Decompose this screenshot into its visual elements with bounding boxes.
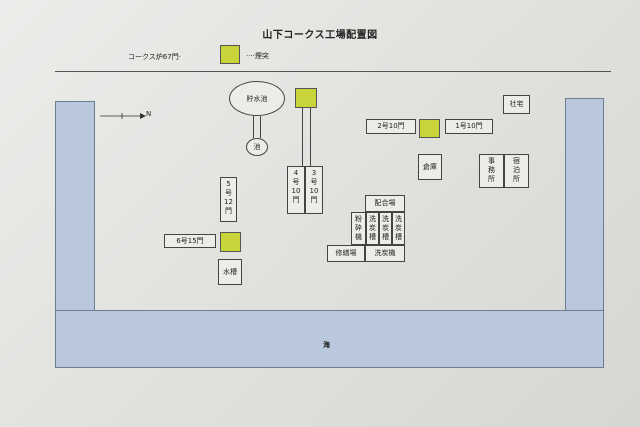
mixing-plant: 配合場: [365, 195, 405, 212]
repair-shop: 修繕場: [327, 245, 365, 262]
mixing-plant-label: 配合場: [374, 199, 396, 207]
reservoir-label: 貯水池: [246, 94, 268, 103]
washing-tank-3-label: 洗 炭 槽: [395, 215, 402, 241]
company-house: 社宅: [503, 95, 530, 114]
washing-tank-1-label: 洗 炭 槽: [369, 215, 376, 241]
coke-oven-4-label: 4 号 10 門: [291, 169, 301, 204]
north-label: N: [146, 110, 152, 118]
office-label: 事 務 所: [488, 157, 495, 183]
washing-tank-2: 洗 炭 槽: [379, 212, 392, 245]
sea-bottom: [55, 310, 604, 368]
coke-oven-5-label: 5 号 12 門: [224, 180, 233, 215]
chimney-west: [220, 232, 241, 252]
legend-oven-label: コークス炉67門·: [128, 53, 181, 61]
washing-tank-3: 洗 炭 槽: [392, 212, 405, 245]
coke-oven-6-label: 6号15門: [176, 236, 204, 245]
washing-tank-2-label: 洗 炭 槽: [382, 215, 389, 241]
crusher-label: 粉 砕 機: [355, 215, 362, 241]
coke-oven-5: 5 号 12 門: [220, 177, 237, 222]
pond-label: 池: [253, 143, 261, 151]
north-arrow-icon: [100, 113, 146, 119]
header-divider: [55, 71, 611, 72]
coke-oven-3-label: 3 号 10 門: [309, 169, 319, 204]
warehouse: 倉庫: [418, 154, 442, 180]
coke-oven-1: 1号10門: [445, 119, 493, 134]
coke-oven-3: 3 号 10 門: [305, 166, 323, 214]
legend-chimney-swatch: [220, 45, 240, 64]
pond: 池: [246, 138, 268, 156]
legend-chimney-label: ····煙突: [246, 52, 269, 60]
coal-washer-label: 洗炭機: [374, 249, 396, 257]
water-tank: 水槽: [218, 259, 242, 285]
office: 事 務 所: [479, 154, 504, 188]
lodging-label: 宿 泊 所: [513, 157, 520, 183]
chimney-east: [419, 119, 440, 138]
coke-oven-1-label: 1号10門: [455, 122, 483, 130]
crusher: 粉 砕 機: [351, 212, 366, 245]
chimney-north: [295, 88, 317, 108]
reservoir-pipe: [253, 116, 261, 138]
page-title: 山下コークス工場配置図: [262, 30, 378, 41]
coke-oven-4: 4 号 10 門: [287, 166, 305, 214]
warehouse-label: 倉庫: [423, 162, 437, 171]
coke-oven-2: 2号10門: [366, 119, 416, 134]
reservoir: 貯水池: [229, 81, 285, 116]
repair-shop-label: 修繕場: [335, 249, 357, 257]
water-tank-label: 水槽: [223, 267, 237, 276]
company-house-label: 社宅: [509, 100, 524, 108]
coke-oven-2-label: 2号10門: [377, 122, 405, 130]
chimney-north-stack: [302, 108, 311, 166]
sea-label: 海: [323, 341, 330, 349]
washing-tank-1: 洗 炭 槽: [366, 212, 379, 245]
coal-washer: 洗炭機: [365, 245, 405, 262]
lodging: 宿 泊 所: [504, 154, 529, 188]
coke-oven-6: 6号15門: [164, 234, 216, 248]
